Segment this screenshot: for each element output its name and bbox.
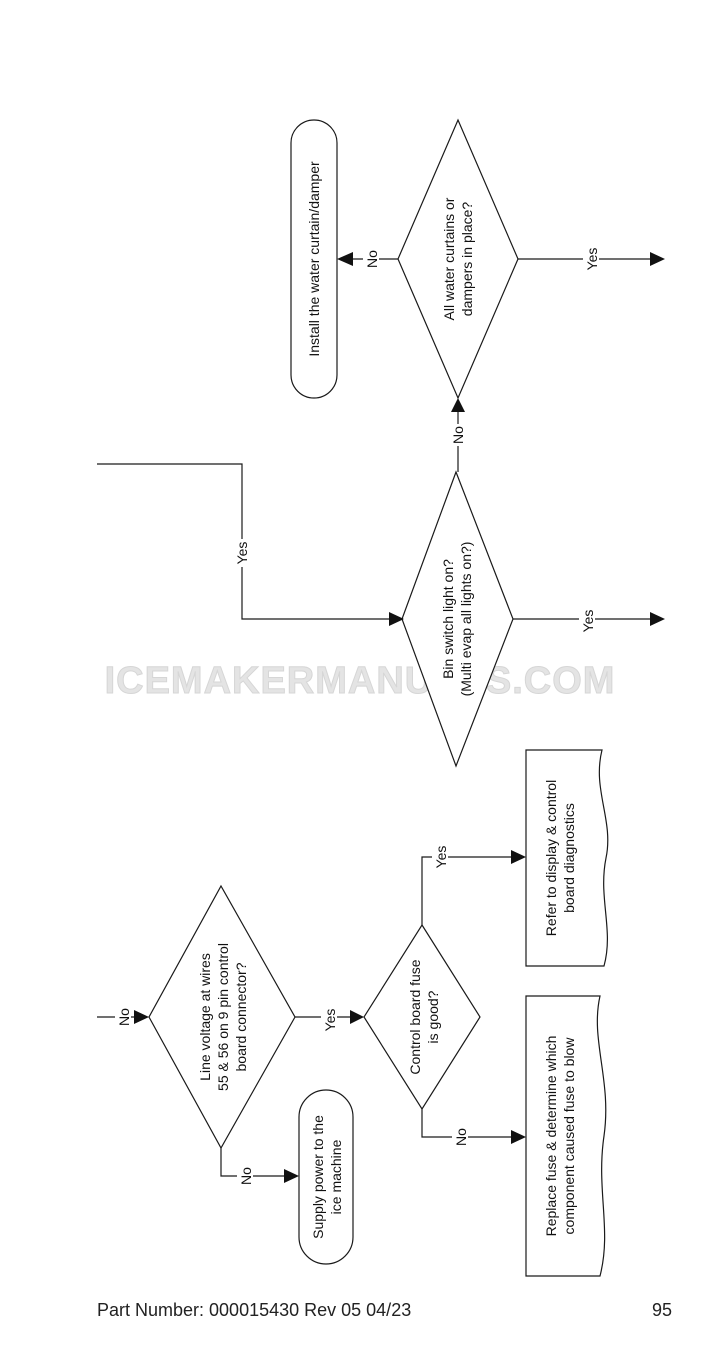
part-number: Part Number: 000015430 Rev 05 04/23 (97, 1300, 412, 1320)
label-voltage-yes: Yes (321, 1006, 338, 1034)
label-bin-no: No (449, 424, 466, 446)
svg-text:Yes: Yes (322, 1009, 338, 1032)
arrow-wc-no (337, 252, 353, 266)
arrow-bin-no (451, 398, 465, 412)
label-voltage-no: No (237, 1165, 254, 1187)
svg-text:No: No (450, 426, 466, 444)
label-into-voltage-no: No (115, 1006, 132, 1028)
svg-text:Yes: Yes (584, 248, 600, 271)
install-curtain-text: Install the water curtain/damper (306, 161, 322, 357)
water-curtains-decision (397, 118, 519, 400)
page-number: 95 (651, 1300, 672, 1320)
label-into-bin-yes: Yes (233, 539, 250, 567)
arrow-into-voltage (134, 1010, 149, 1024)
label-wc-no: No (363, 249, 380, 269)
label-fuse-no: No (452, 1126, 469, 1148)
svg-text:No: No (238, 1167, 254, 1185)
svg-text:No: No (116, 1008, 132, 1026)
watermark: ICEMAKERMANUALS.COM (105, 660, 616, 702)
arrow-wc-yes (650, 252, 665, 266)
svg-text:Replace fuse & determine which: Replace fuse & determine whichcomponent … (543, 1036, 577, 1237)
bin-switch-text: Bin switch light on?(Multi evap all ligh… (440, 542, 474, 697)
svg-text:Yes: Yes (580, 610, 596, 633)
svg-text:Yes: Yes (234, 542, 250, 565)
label-bin-yes: Yes (579, 607, 596, 635)
arrow-voltage-yes (350, 1010, 364, 1024)
arrow-into-bin (389, 612, 404, 626)
svg-text:No: No (364, 250, 380, 268)
svg-text:No: No (453, 1128, 469, 1146)
arrow-fuse-yes (511, 850, 526, 864)
bin-switch-decision (401, 470, 514, 768)
arrow-bin-yes (650, 612, 665, 626)
supply-power-terminal (298, 1089, 354, 1265)
svg-text:Install the water curtain/damp: Install the water curtain/damper (306, 161, 322, 357)
svg-text:Yes: Yes (433, 846, 449, 869)
svg-text:Bin switch light on?(Multi eva: Bin switch light on?(Multi evap all ligh… (440, 542, 474, 697)
label-fuse-yes: Yes (432, 843, 449, 871)
arrow-fuse-no (511, 1130, 526, 1144)
connector-fuse-no (421, 1109, 514, 1138)
arrow-voltage-no (284, 1169, 299, 1183)
replace-fuse-document (525, 995, 607, 1277)
connector-voltage-no (220, 1148, 287, 1177)
display-diagnostics-document (525, 749, 609, 967)
connector-fuse-yes (421, 856, 514, 925)
label-wc-yes: Yes (583, 245, 600, 273)
